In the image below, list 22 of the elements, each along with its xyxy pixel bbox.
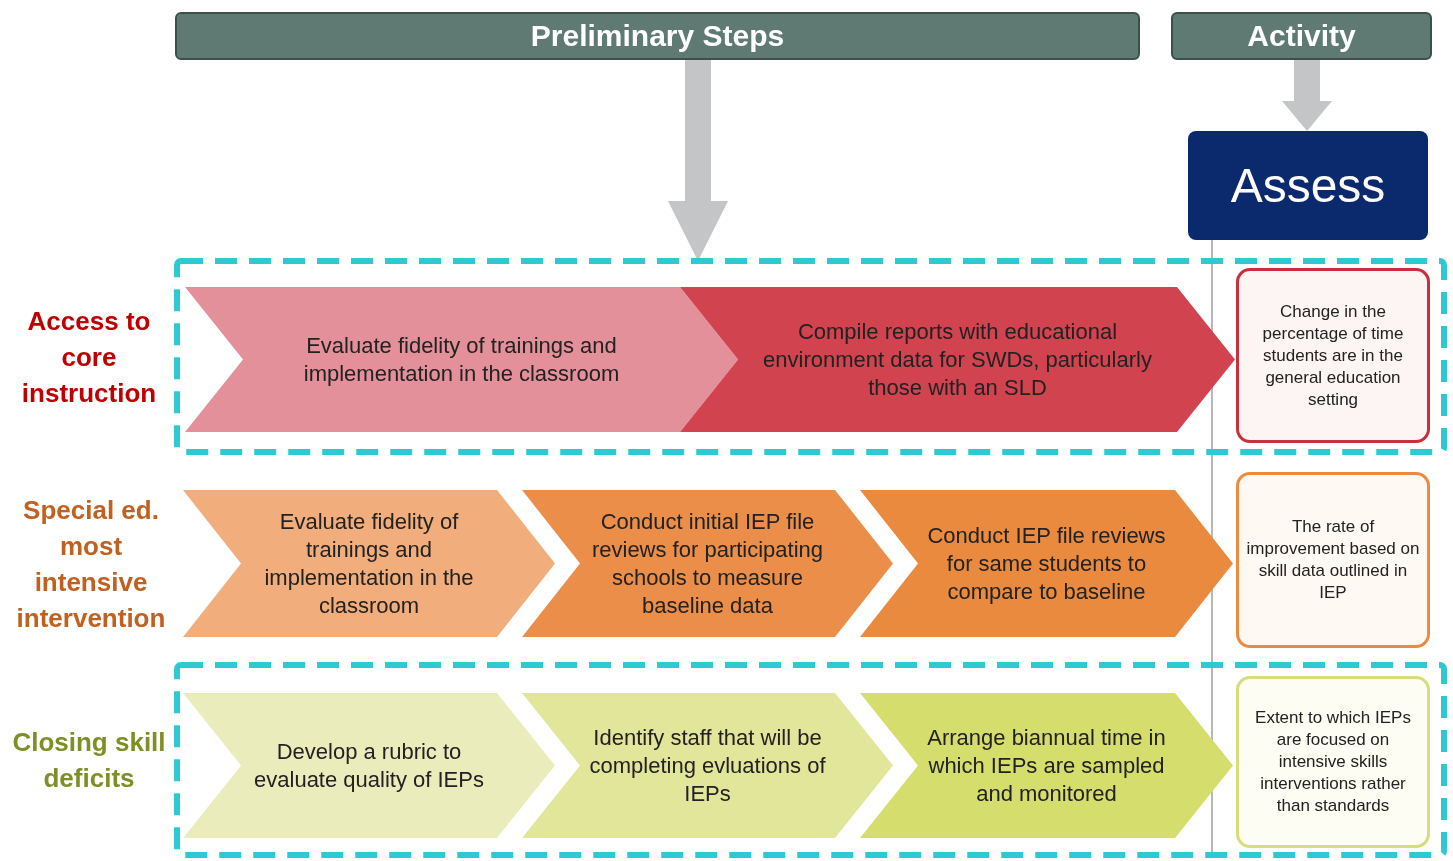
outcome-text: Change in the percentage of time students are in the general education setting — [1261, 300, 1405, 411]
outcome-card — [1236, 676, 1430, 848]
row-heading: Special ed. most intensive intervention — [15, 493, 167, 635]
outcome-card — [1236, 472, 1430, 648]
step-text: Compile reports with educational environment data for SWDs, particularly those with an SLD — [762, 317, 1153, 402]
header-bar: Preliminary Steps — [175, 12, 1140, 60]
header-bar: Activity — [1171, 12, 1432, 60]
step-text: Evaluate fidelity of trainings and implementation in the classroom — [302, 331, 621, 388]
step-text: Develop a rubric to evaluate quality of IEPs — [253, 737, 485, 794]
outcome-text: The rate of improvement based on skill data outlined in IEP — [1245, 516, 1421, 604]
activity-box: Assess — [1188, 131, 1428, 240]
step-text: Conduct initial IEP file reviews for participating schools to measure baseline data — [590, 507, 825, 620]
outcome-text: Extent to which IEPs are focused on intensive skills interventions rather than standards — [1254, 707, 1412, 817]
arrow — [668, 60, 728, 261]
step-text: Evaluate fidelity of trainings and implementation in the classroom — [263, 507, 475, 620]
arrow — [1282, 60, 1332, 131]
step-text: Identify staff that will be completing evluations of IEPs — [588, 723, 827, 808]
step-text: Arrange biannual time in which IEPs are sampled and monitored — [926, 723, 1167, 808]
outcome-card — [1236, 268, 1430, 443]
row-heading: Closing skill deficits — [11, 726, 167, 795]
step-text: Conduct IEP file reviews for same students to compare to baseline — [926, 521, 1167, 606]
row-heading: Access to core instruction — [20, 304, 158, 410]
